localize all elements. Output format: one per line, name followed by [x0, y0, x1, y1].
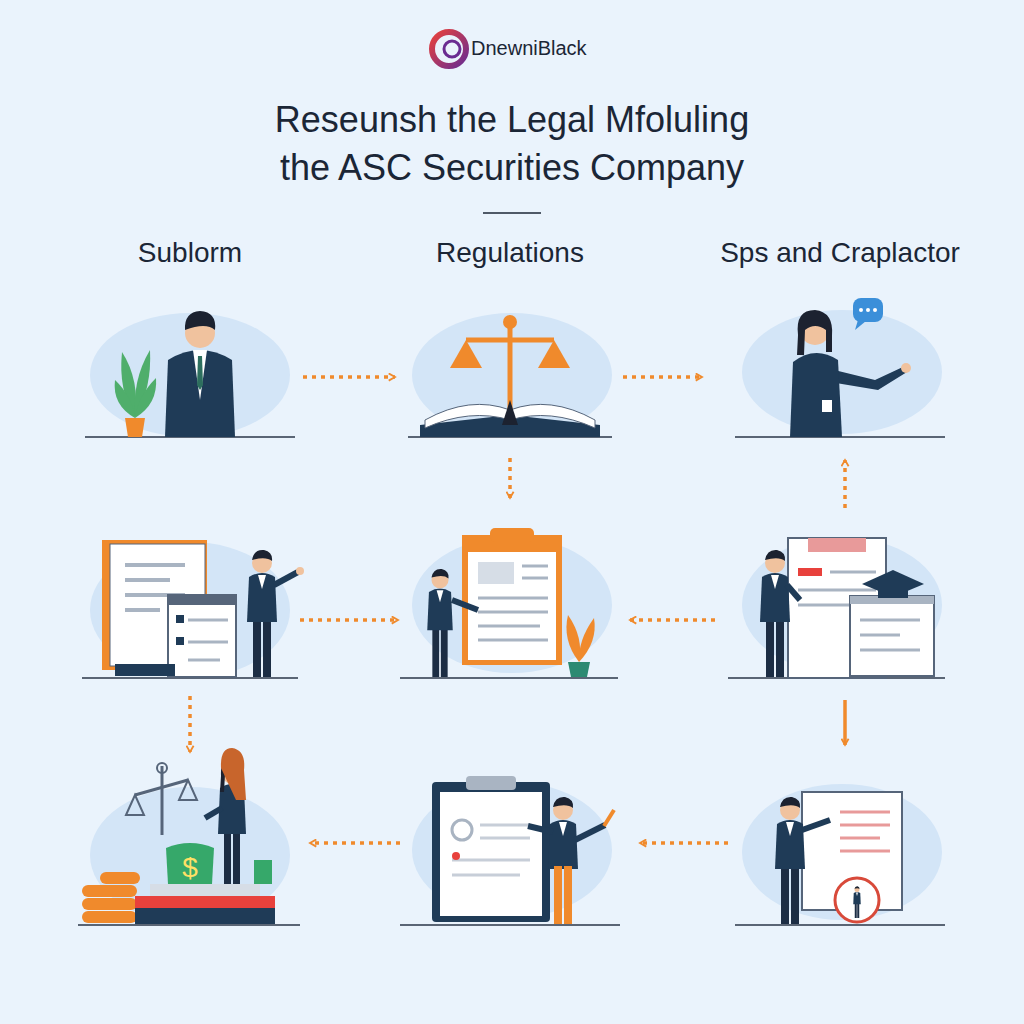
panel-heading: Sublorm	[85, 236, 295, 270]
flow-arrow	[623, 375, 702, 379]
title: Reseunsh the Legal Mfoluling the ASC Sec…	[257, 96, 767, 192]
panel-node: Sublorm	[85, 236, 295, 440]
panel-node: Sps and Craplactor	[712, 236, 968, 440]
svg-text:$: $	[182, 852, 198, 883]
flow-arrow	[303, 375, 395, 379]
logo-text: DnewniBlack	[471, 37, 587, 60]
panel-node: Regulations	[405, 236, 615, 440]
panel-heading: Regulations	[405, 236, 615, 270]
panel-heading: Sps and Craplactor	[712, 236, 968, 270]
